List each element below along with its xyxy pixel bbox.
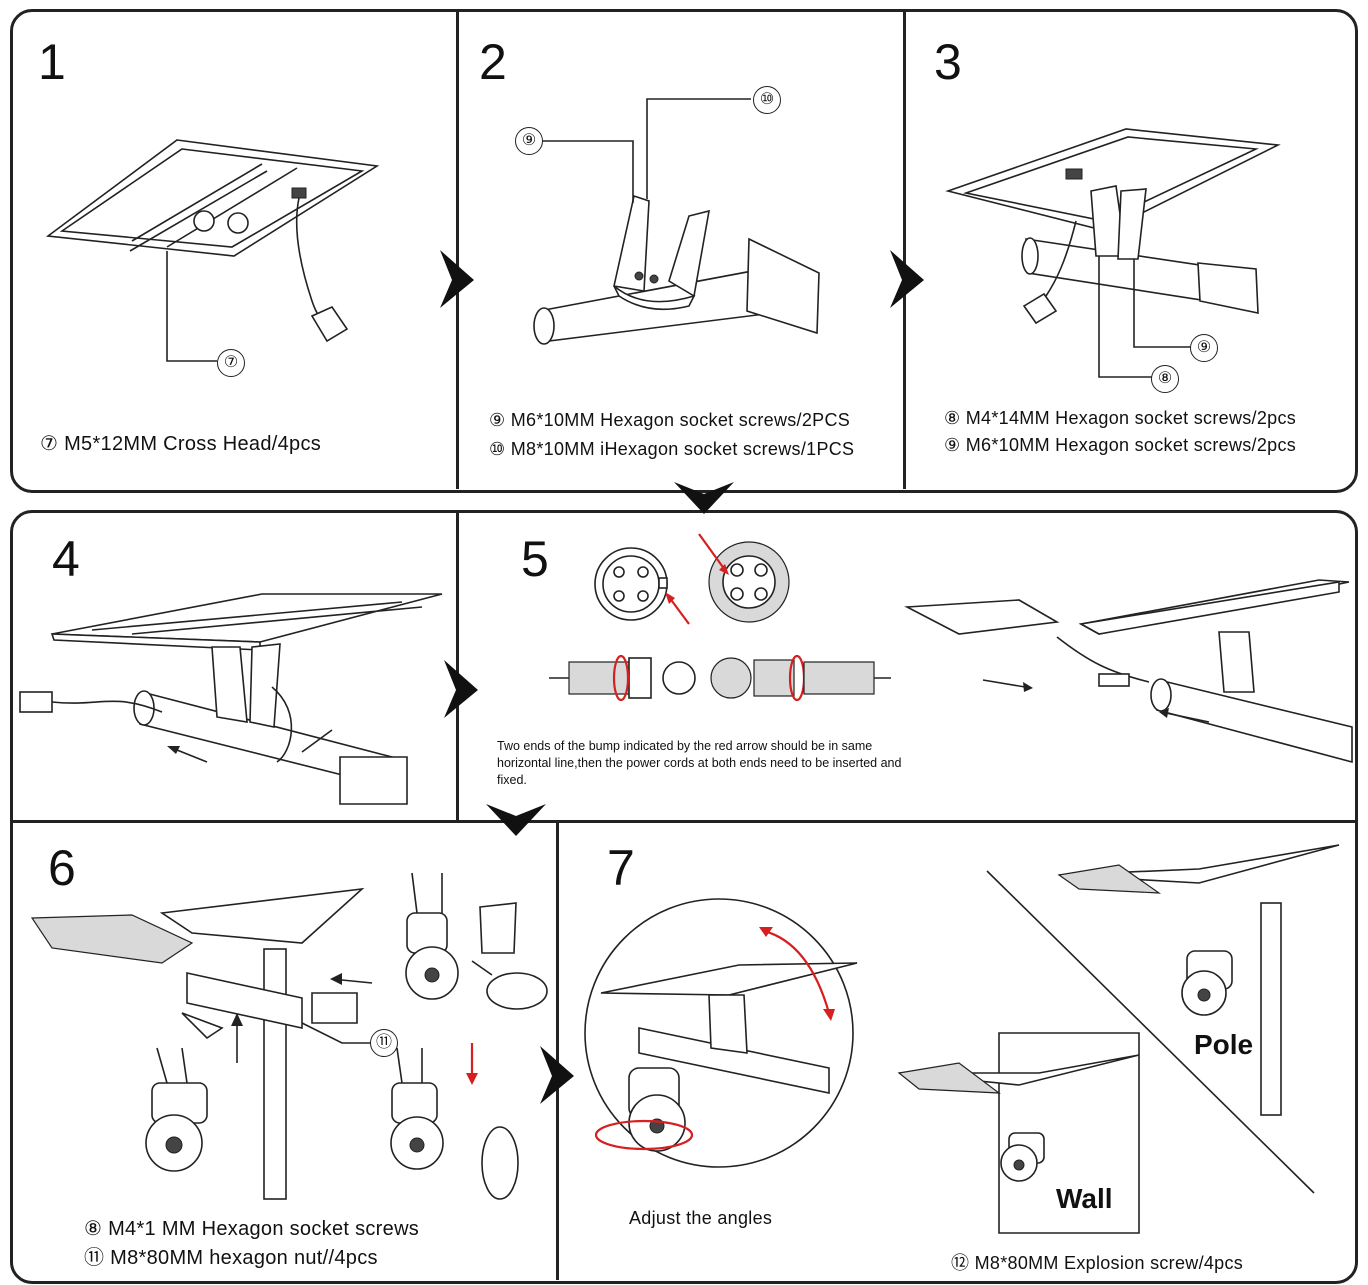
step-number: 5 [521, 531, 549, 587]
step-3-panel: 3 ⑨ ⑧ ⑧ M4*14MM Hexagon socket screws/2p… [906, 11, 1350, 487]
step-number: 4 [52, 531, 80, 587]
step-2-caption-1: ⑨ M6*10MM Hexagon socket screws/2PCS [489, 410, 851, 430]
step-6-panel: 6 ⑪ ⑧ M4*1 MM Hexagon socket screws ⑪ M8… [12, 823, 556, 1278]
callout-9: ⑨ [515, 127, 543, 155]
step-7-panel: 7 Pole Wall Adjust the angles ⑫ M8*80MM … [559, 823, 1352, 1278]
next-arrow-icon-2 [890, 250, 924, 308]
step-2-caption-2: ⑩ M8*10MM iHexagon socket screws/1PCS [489, 439, 855, 459]
step-3-caption-2: ⑨ M6*10MM Hexagon socket screws/2pcs [944, 435, 1297, 455]
callout-11: ⑪ [370, 1029, 398, 1057]
callout-8: ⑧ [1151, 365, 1179, 393]
divider-2-3 [903, 9, 906, 489]
next-arrow-icon-3 [444, 660, 478, 718]
step-number: 6 [48, 840, 76, 896]
panel-on-arm-icon [19, 593, 443, 805]
callout-10: ⑩ [753, 86, 781, 114]
step-6-caption-2: ⑪ M8*80MM hexagon nut//4pcs [84, 1247, 378, 1269]
wall-label: Wall [1056, 1183, 1113, 1214]
pole-label: Pole [1194, 1029, 1254, 1060]
step-number: 1 [38, 34, 66, 90]
connector-detail-icon [549, 533, 1353, 764]
callout-7: ⑦ [217, 349, 245, 377]
step-7-caption-right: ⑫ M8*80MM Explosion screw/4pcs [951, 1253, 1244, 1273]
step-3-caption-1: ⑧ M4*14MM Hexagon socket screws/2pcs [944, 408, 1297, 428]
mounting-bracket-icon [533, 98, 820, 345]
step-5-note: Two ends of the bump indicated by the re… [497, 739, 902, 787]
next-arrow-icon-4 [540, 1046, 574, 1104]
divider-6-7 [556, 820, 559, 1280]
down-arrow-icon-1 [674, 482, 734, 514]
step-number: 7 [607, 840, 635, 896]
step-number: 3 [934, 34, 962, 90]
divider-row-mid [10, 820, 1355, 823]
step-2-panel: 2 ⑨ ⑩ ⑨ M6*10MM Hexagon socket screws/2P… [459, 11, 903, 487]
step-5-panel: 5 Two ends of the bump indi [459, 512, 1353, 820]
solar-panel-icon [45, 139, 380, 362]
adjust-angle-detail-icon [584, 844, 1340, 1234]
down-arrow-icon-2 [486, 804, 546, 836]
next-arrow-icon-1 [440, 250, 474, 308]
divider-4-5 [456, 510, 459, 822]
panel-with-bracket-icon [945, 128, 1281, 378]
lamp-camera-assembly-icon [30, 872, 548, 1200]
step-7-caption-left: Adjust the angles [629, 1208, 773, 1228]
callout-9: ⑨ [1190, 334, 1218, 362]
divider-1-2 [456, 9, 459, 489]
step-1-panel: 1 ⑦ ⑦ M5*12MM Cross Head/4pcs [12, 11, 456, 487]
step-number: 2 [479, 34, 507, 90]
step-1-caption: ⑦ M5*12MM Cross Head/4pcs [40, 433, 322, 455]
step-6-caption-1: ⑧ M4*1 MM Hexagon socket screws [84, 1218, 420, 1240]
step-4-panel: 4 [12, 512, 456, 820]
